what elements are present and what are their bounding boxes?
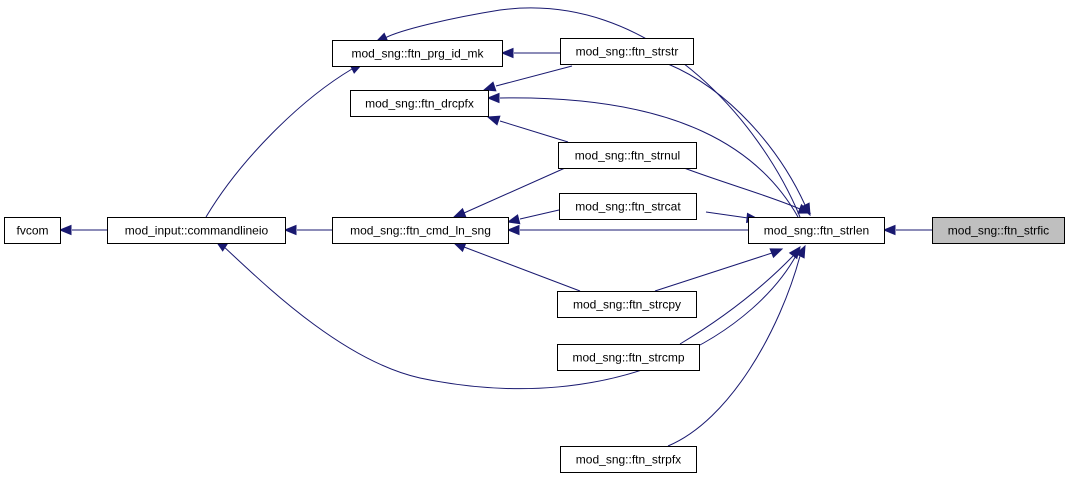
edge-strlen-to-strcmp: [679, 245, 801, 345]
arrowhead: [486, 92, 500, 104]
edge-commandlineio-to-fvcom: [58, 224, 107, 236]
arrowhead: [506, 224, 520, 236]
node-strnul[interactable]: mod_sng::ftn_strnul: [558, 142, 697, 169]
arrowhead: [283, 224, 297, 236]
edge-line: [683, 167, 801, 210]
node-label: mod_sng::ftn_strfic: [948, 224, 1049, 238]
edge-line: [463, 167, 566, 214]
edge-strlen-to-cmd_ln_sng: [506, 224, 748, 236]
arrowhead: [795, 244, 806, 259]
node-box: [932, 217, 1065, 244]
node-strcat[interactable]: mod_sng::ftn_strcat: [559, 193, 697, 220]
edge-strstr-to-prg_id_mk: [500, 47, 560, 59]
node-box: [4, 217, 61, 244]
node-label: mod_sng::ftn_strpfx: [576, 453, 681, 467]
edge-line: [499, 120, 569, 143]
node-fvcom[interactable]: fvcom: [4, 217, 61, 244]
node-box: [560, 446, 697, 473]
edge-prg_id_mk-to-commandlineio: [205, 63, 364, 218]
node-strstr[interactable]: mod_sng::ftn_strstr: [560, 38, 694, 65]
edge-line: [679, 255, 794, 345]
node-commandlineio[interactable]: mod_input::commandlineio: [107, 217, 286, 244]
node-label: fvcom: [16, 224, 48, 238]
arrowhead: [486, 115, 501, 126]
edge-line: [384, 7, 801, 218]
edge-line: [495, 65, 573, 87]
node-box: [558, 142, 697, 169]
node-box: [332, 40, 503, 67]
edge-strlen-to-strnul: [683, 167, 812, 214]
node-box: [350, 90, 489, 117]
node-prg_id_mk[interactable]: mod_sng::ftn_prg_id_mk: [332, 40, 503, 67]
edge-strstr-to-drcpfx: [482, 65, 573, 92]
node-strlen[interactable]: mod_sng::ftn_strlen: [748, 217, 885, 244]
node-drcpfx[interactable]: mod_sng::ftn_drcpfx: [350, 90, 489, 117]
edge-strnul-to-drcpfx: [486, 115, 569, 143]
node-label: mod_sng::ftn_strlen: [764, 224, 869, 238]
edge-cmd_ln_sng-to-commandlineio: [283, 224, 332, 236]
node-label: mod_sng::ftn_cmd_ln_sng: [350, 224, 491, 238]
edge-line: [654, 252, 773, 292]
edge-strcpy-to-cmd_ln_sng: [452, 242, 581, 292]
node-box: [107, 217, 286, 244]
edge-line: [221, 244, 801, 390]
arrowhead: [797, 203, 812, 214]
edge-strnul-to-cmd_ln_sng: [452, 167, 566, 218]
node-box: [557, 291, 697, 318]
edge-strlen-to-prg_id_mk: [374, 7, 801, 218]
arrowhead: [58, 224, 72, 236]
edge-strlen-to-strcpy: [654, 248, 784, 292]
node-label: mod_sng::ftn_strstr: [576, 45, 679, 59]
edge-strlen-to-commandlineio: [214, 240, 801, 390]
edge-strcat-to-cmd_ln_sng: [506, 209, 560, 225]
node-label: mod_sng::ftn_strcmp: [572, 351, 684, 365]
node-label: mod_sng::ftn_drcpfx: [365, 97, 474, 111]
node-strcpy[interactable]: mod_sng::ftn_strcpy: [557, 291, 697, 318]
node-box: [560, 38, 694, 65]
node-label: mod_sng::ftn_strcat: [575, 200, 681, 214]
node-strpfx[interactable]: mod_sng::ftn_strpfx: [560, 446, 697, 473]
arrowhead: [769, 248, 784, 259]
node-label: mod_sng::ftn_prg_id_mk: [351, 47, 484, 61]
node-strfic[interactable]: mod_sng::ftn_strfic: [932, 217, 1065, 244]
node-cmd_ln_sng[interactable]: mod_sng::ftn_cmd_ln_sng: [332, 217, 509, 244]
edge-line: [519, 209, 560, 220]
node-box: [332, 217, 509, 244]
edge-line: [667, 255, 801, 447]
edge-line: [667, 63, 806, 206]
edge-strfic-to-strlen: [882, 224, 932, 236]
arrowhead: [482, 81, 497, 92]
node-label: mod_sng::ftn_strcpy: [573, 298, 681, 312]
arrowhead: [452, 242, 467, 253]
edge-line: [499, 97, 799, 218]
node-label: mod_sng::ftn_strnul: [575, 149, 680, 163]
node-strcmp[interactable]: mod_sng::ftn_strcmp: [557, 344, 700, 371]
node-label: mod_input::commandlineio: [125, 224, 269, 238]
edge-line: [705, 211, 749, 219]
edge-line: [205, 68, 353, 218]
node-box: [559, 193, 697, 220]
arrowhead: [882, 224, 896, 236]
node-box: [748, 217, 885, 244]
arrowhead: [506, 214, 521, 225]
arrowhead: [500, 47, 514, 59]
arrowhead: [452, 207, 467, 218]
edge-strlen-to-strpfx: [667, 244, 806, 447]
edge-strlen-to-drcpfx: [486, 92, 799, 218]
edge-line: [463, 246, 581, 292]
node-box: [557, 344, 700, 371]
